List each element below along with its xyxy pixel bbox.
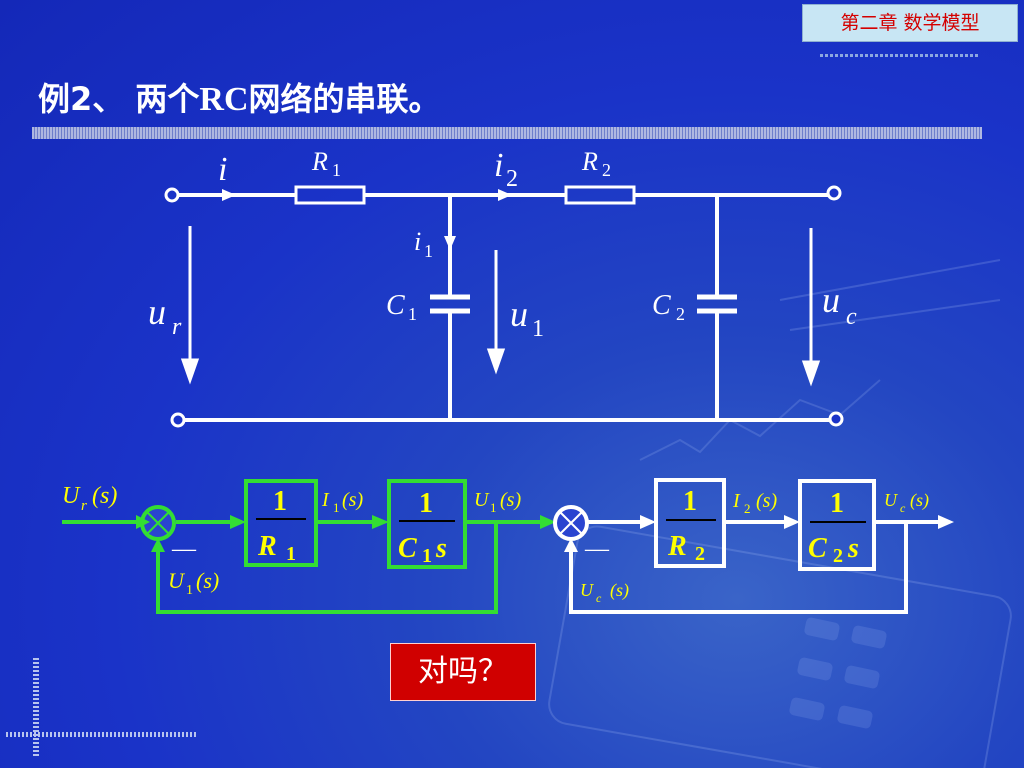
resistor-r2 [564,185,636,205]
sig-u1-sub: 1 [490,500,497,515]
block-1-over-r1 [244,479,318,567]
block4-den-s: s [847,533,859,564]
title-rc: RC [199,81,249,118]
current-i-arrow [222,189,236,201]
block4-den-sub: 2 [833,545,843,567]
label-uc: u [822,280,840,320]
terminal-out-bottom [828,411,844,427]
block-1-over-r2 [654,478,726,568]
label-i1-sub: 1 [424,241,433,261]
label-u1-sub: 1 [532,316,544,342]
label-i2-sub: 2 [506,166,518,192]
block1-den: R [257,531,277,562]
label-ur-sub: r [172,314,182,340]
label-ur: u [148,292,166,332]
label-r1: R [311,147,328,176]
terminal-out-top [826,185,842,201]
terminal-in-top [164,187,180,203]
block2-num: 1 [419,488,433,519]
question-box: 对吗？ [390,643,536,701]
sig-fb1-arg: (s) [196,568,219,593]
decorative-dotted-horizontal [6,732,196,737]
block1-den-sub: 1 [286,543,296,565]
block2-den-sub: 1 [422,545,432,567]
sig-ur-sub: r [81,498,87,514]
sig-uc-arg: (s) [910,490,929,511]
block3-den: R [667,531,687,562]
sig-fb2-arg: (s) [610,580,629,601]
label-c1-sub: 1 [408,304,417,324]
voltage-ur-arrow [180,358,200,385]
terminal-in-bottom [170,412,186,428]
label-c2: C [652,290,671,321]
minus-sign-1: — [171,536,197,562]
sig-fb2-main: U [580,580,594,600]
label-r2: R [581,147,598,176]
current-i1-arrow [444,236,456,250]
resistor-r1 [294,185,366,205]
label-i1: i [414,227,421,256]
label-r1-sub: 1 [332,160,341,180]
label-i: i [218,151,227,188]
sig-i2-main: I [732,490,741,512]
chapter-tag-underline [820,54,978,57]
block1-num: 1 [273,486,287,517]
block2-den-s: s [435,533,447,564]
sig-ur-main: U [62,483,81,509]
sig-i1-sub: 1 [333,500,340,515]
block3-den-sub: 2 [695,543,705,565]
current-i2-arrow [498,189,512,201]
sig-u1-main: U [474,489,490,511]
sig-i1-main: I [321,489,330,511]
sig-fb1-main: U [168,568,186,593]
block-1-over-c2s [798,479,876,571]
label-c2-sub: 2 [676,304,685,324]
label-r2-sub: 2 [602,160,611,180]
title-prefix: 例2、 两个 [38,80,200,118]
voltage-uc-arrow [801,360,821,387]
sig-fb1-sub: 1 [186,583,193,598]
block3-num: 1 [683,486,697,517]
block4-num: 1 [830,488,844,519]
title-divider [32,127,982,139]
label-u1: u [510,294,528,334]
sig-ur-arg: (s) [92,483,117,509]
label-c1: C [386,290,405,321]
sig-u1-arg: (s) [500,489,521,511]
label-uc-sub: c [846,304,857,330]
sig-uc-main: U [884,490,898,510]
decorative-dotted-vertical [33,656,39,756]
minus-sign-2: — [584,536,610,562]
sig-i2-arg: (s) [756,490,777,512]
block4-den: C [808,533,827,564]
voltage-u1-arrow [486,348,506,375]
label-i2: i [494,147,503,184]
chapter-tag: 第二章 数学模型 [802,4,1018,42]
title-suffix: 网络的串联。 [248,80,441,118]
block2-den: C [398,533,417,564]
sig-i1-arg: (s) [342,489,363,511]
sig-i2-sub: 2 [744,501,751,516]
block-1-over-c1s [387,479,467,569]
slide-title: 例2、 两个RC网络的串联。 [38,74,441,120]
sig-uc-sub: c [900,501,906,515]
sig-fb2-sub: c [596,591,602,605]
